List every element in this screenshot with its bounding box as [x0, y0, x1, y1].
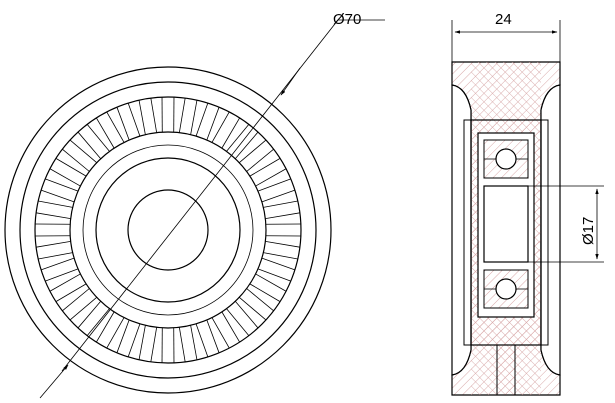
rib-edge: [69, 139, 97, 164]
rib-edge: [45, 268, 79, 282]
rib-edge: [257, 268, 291, 282]
bore-diameter-label: Ø17: [580, 217, 597, 245]
front-view: Ø70: [4, 11, 385, 399]
right-flange: [540, 84, 561, 376]
rib-edge: [96, 117, 115, 149]
rib-edge: [150, 327, 158, 362]
rib-edge: [96, 311, 115, 343]
rib-edge: [106, 111, 125, 143]
rib-edge: [127, 323, 141, 358]
diameter-arrow-top: [280, 67, 301, 96]
rib-edge: [265, 212, 300, 220]
rib-edge: [234, 131, 259, 159]
rib-edge: [255, 273, 287, 292]
rib-edge: [38, 200, 73, 208]
rib-edge: [106, 317, 125, 349]
rib-edge: [38, 252, 73, 260]
rib-edge: [49, 168, 81, 187]
bore-circle: [127, 189, 209, 271]
rib-edge: [69, 296, 97, 321]
bearing-bore: [483, 185, 529, 263]
rib-edge: [261, 257, 296, 271]
rib-edge: [86, 308, 110, 336]
rib-edge: [249, 283, 281, 302]
rib-edge: [150, 98, 158, 133]
rib-edge: [40, 189, 75, 203]
rib-edge: [265, 240, 300, 248]
rib-edge: [190, 100, 198, 135]
lower-ball: [495, 278, 517, 300]
rib-edge: [36, 240, 71, 248]
rib-edge: [127, 102, 141, 137]
rib-edge: [190, 325, 198, 360]
rib-edge: [263, 200, 298, 208]
rib-edge: [62, 148, 90, 172]
rib-edge: [246, 288, 274, 312]
rib-edge: [221, 117, 240, 149]
rib-edge: [138, 325, 146, 360]
rib-edge: [55, 158, 87, 177]
diameter-dimension-line: [61, 19, 339, 372]
rib-edge: [116, 319, 130, 353]
rib-edge: [195, 102, 209, 137]
rib-edge: [36, 212, 71, 220]
bearing-outer-circle: [95, 157, 241, 303]
rib-outer-circle: [34, 96, 302, 364]
hub-ring-circle: [82, 144, 254, 316]
rib-edge: [221, 311, 240, 343]
rib-edge: [62, 288, 90, 312]
rib-edge: [138, 100, 146, 135]
rib-edge: [195, 323, 209, 358]
lower-stem: [496, 344, 516, 396]
outer-rim-circle: [4, 66, 332, 394]
outer-diameter-label: Ø70: [333, 11, 361, 28]
rib-edge: [40, 257, 75, 271]
upper-ball: [495, 148, 517, 170]
rib-edge: [178, 98, 186, 133]
rib-edge: [206, 319, 220, 353]
rim-inner-circle: [19, 81, 317, 379]
rib-edge: [226, 308, 250, 336]
rib-edge: [55, 283, 87, 302]
hub-outer-circle: [69, 131, 267, 329]
rib-edge: [239, 139, 267, 164]
left-flange: [451, 84, 472, 376]
rib-edge: [255, 168, 287, 187]
rib-edge: [49, 273, 81, 292]
rib-edge: [234, 301, 259, 329]
rib-edge: [261, 189, 296, 203]
rib-edge: [263, 252, 298, 260]
rib-edge: [239, 296, 267, 321]
rib-edge: [77, 301, 102, 329]
rib-edge: [178, 327, 186, 362]
diameter-arrow-bottom: [39, 364, 69, 399]
rib-edge: [226, 124, 250, 152]
width-label: 24: [495, 11, 512, 28]
section-view: 24 Ø17: [451, 11, 604, 396]
rib-edge: [211, 317, 230, 349]
rib-edge: [45, 178, 79, 192]
spoke-ribs: [35, 97, 301, 363]
rib-edge: [116, 107, 130, 141]
rib-edge: [246, 148, 274, 172]
rib-edge: [211, 111, 230, 143]
rib-edge: [86, 124, 110, 152]
rib-edge: [257, 178, 291, 192]
rib-edge: [249, 158, 281, 177]
rib-edge: [206, 107, 220, 141]
rib-edge: [77, 131, 102, 159]
